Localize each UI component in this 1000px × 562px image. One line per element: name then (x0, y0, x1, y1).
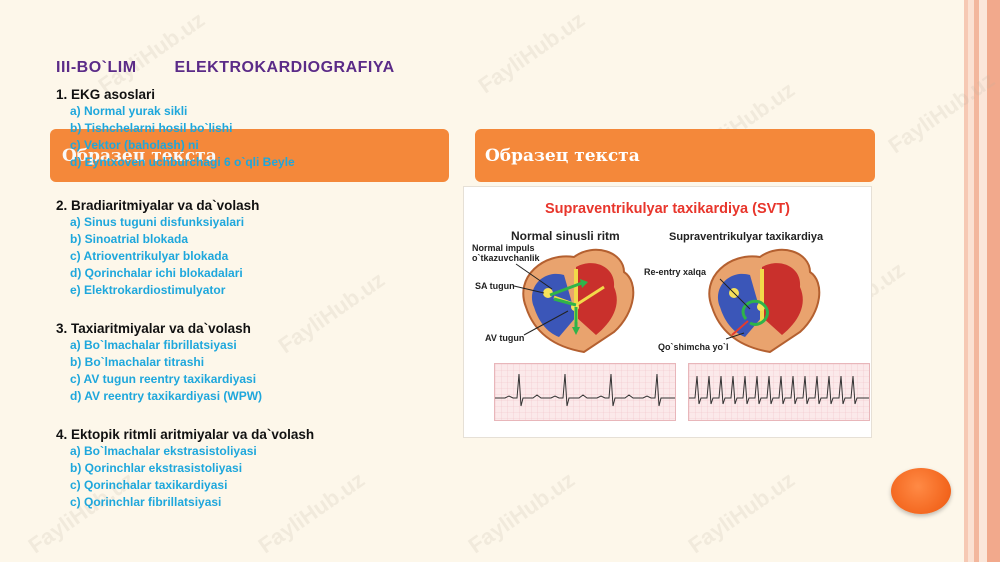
label-sa-node: SA tugun (475, 281, 515, 291)
label-reentry: Re-entry xalqa (644, 267, 707, 277)
outline-section-title: 2. Bradiaritmiyalar va da`volash (56, 198, 260, 213)
outline-item: c) Atrioventrikulyar blokada (70, 249, 229, 263)
text-placeholder-right[interactable]: Образец текста (475, 129, 875, 182)
slide-title: III-BO`LIM ELEKTROKARDIOGRAFIYA (56, 59, 395, 77)
outline-item: a) Bo`lmachalar ekstrasistoliyasi (70, 444, 257, 458)
label-impulse-line1: Normal impuls (472, 243, 535, 253)
outline-item: b) Bo`lmachalar titrashi (70, 355, 205, 369)
placeholder-label: Образец текста (485, 146, 640, 166)
decorative-border-stripes (964, 0, 1000, 562)
figure-right-heading: Supraventrikulyar taxikardiya (669, 231, 824, 243)
label-impulse-line2: o`tkazuvchanlik (472, 253, 540, 263)
outline-section-title: 3. Taxiaritmiyalar va da`volash (56, 321, 251, 336)
orange-circle-button[interactable] (891, 468, 951, 514)
normal-heart-illustration (513, 248, 635, 354)
watermark: FayliHub.uz (463, 466, 580, 559)
svt-heart-illustration (708, 248, 821, 354)
outline-item: d) AV reentry taxikardiyasi (WPW) (70, 389, 263, 403)
outline-item: e) Elektrokardiostimulyator (70, 283, 226, 297)
label-accessory-pathway: Qo`shimcha yo`l (658, 342, 729, 352)
ecg-strip-normal (494, 363, 676, 421)
figure-title: Supraventrikulyar taxikardiya (SVT) (545, 201, 790, 217)
outline-item: d) Eyntxoven uchburchagi 6 o`qli Beyle (70, 155, 295, 169)
outline-section-title: 1. EKG asoslari (56, 87, 156, 102)
section-number: III-BO`LIM (56, 59, 137, 76)
label-impulse: Normal impuls o`tkazuvchanlik (472, 243, 540, 263)
ecg-strip-svt (688, 363, 870, 421)
text-placeholder-left[interactable]: Образец текста (50, 129, 449, 182)
outline-section: 3. Taxiaritmiyalar va da`volash a) Bo`lm… (56, 320, 476, 405)
outline-item: a) Sinus tuguni disfunksiyalari (70, 215, 245, 229)
watermark: FayliHub.uz (683, 466, 800, 559)
outline-item: b) Qorinchlar ekstrasistoliyasi (70, 461, 243, 475)
outline-item: c) Vektor (baholash) ni (70, 138, 199, 152)
section-title: ELEKTROKARDIOGRAFIYA (174, 59, 395, 76)
outline-section: 4. Ektopik ritmli aritmiyalar va da`vola… (56, 426, 476, 511)
figure-left-heading: Normal sinusli ritm (511, 229, 620, 243)
outline-item: c) Qorinchalar taxikardiyasi (70, 478, 228, 492)
svt-figure: Supraventrikulyar taxikardiya (SVT) Norm… (463, 186, 872, 438)
outline-list: 1. EKG asoslari a) Normal yurak sikli b)… (56, 86, 476, 511)
outline-item: b) Tishchelarni hosil bo`lishi (70, 121, 233, 135)
outline-section-title: 4. Ektopik ritmli aritmiyalar va da`vola… (56, 427, 315, 442)
outline-item: d) Qorinchalar ichi blokadalari (70, 266, 243, 280)
watermark: FayliHub.uz (473, 6, 590, 99)
outline-item: a) Normal yurak sikli (70, 104, 188, 118)
outline-item: a) Bo`lmachalar fibrillatsiyasi (70, 338, 237, 352)
outline-item: b) Sinoatrial blokada (70, 232, 189, 246)
placeholder-label: Образец текста (62, 146, 217, 166)
outline-item: c) AV tugun reentry taxikardiyasi (70, 372, 257, 386)
heart-diagrams (513, 248, 821, 354)
outline-item: c) Qorinchlar fibrillatsiyasi (70, 495, 222, 509)
outline-section: 1. EKG asoslari a) Normal yurak sikli b)… (56, 86, 476, 171)
label-av-node: AV tugun (485, 333, 525, 343)
outline-section: 2. Bradiaritmiyalar va da`volash a) Sinu… (56, 197, 476, 299)
